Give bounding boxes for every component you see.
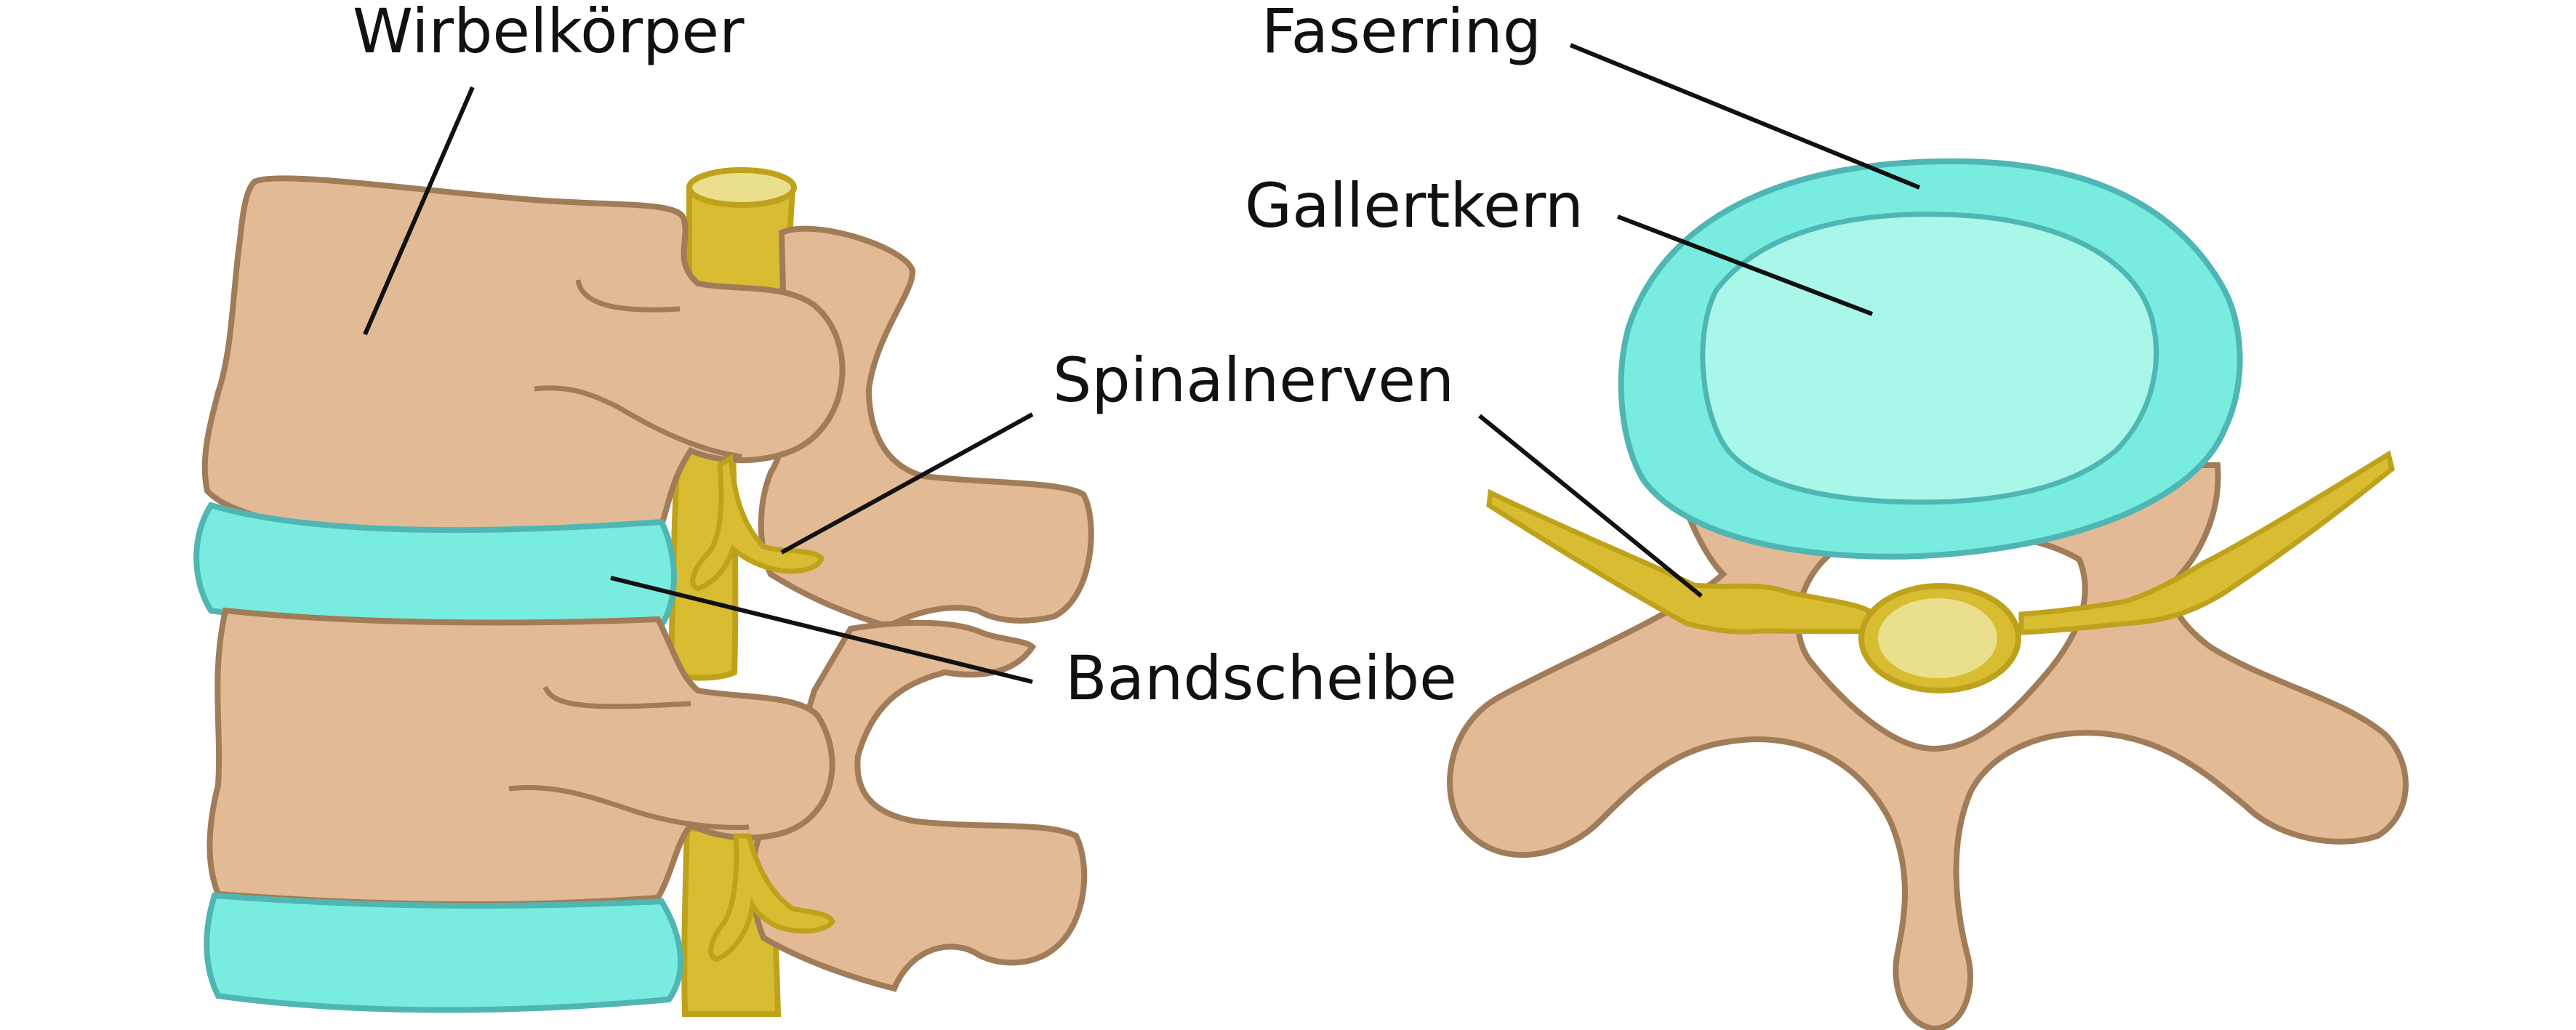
- spinal-cord-top: [686, 167, 797, 301]
- leader-line-spinalnerven-right: [1478, 414, 1703, 598]
- top-view-vertebra: [1447, 158, 2409, 1030]
- upper-vertebra: [201, 175, 1094, 630]
- upper-nerve-root: [690, 453, 824, 592]
- labels: Wirbelkörper Faserring Gallertkern Spina…: [353, 0, 1584, 714]
- label-wirbelkoerper: Wirbelkörper: [353, 0, 745, 67]
- leader-lines: [363, 43, 1921, 684]
- label-faserring: Faserring: [1261, 0, 1541, 67]
- side-view-spine: [193, 167, 1094, 1017]
- top-view-nerves: [1486, 450, 2395, 693]
- leader-line-gallertkern: [1616, 214, 1874, 316]
- label-gallertkern: Gallertkern: [1245, 170, 1584, 241]
- leader-line-bandscheibe: [610, 576, 1033, 684]
- lower-vertebra: [206, 607, 1088, 992]
- lower-disc: [204, 892, 683, 1013]
- leader-line-spinalnerven-left: [780, 412, 1034, 555]
- label-spinalnerven: Spinalnerven: [1053, 345, 1454, 416]
- label-bandscheibe: Bandscheibe: [1065, 643, 1457, 714]
- lower-nerve-root: [708, 833, 835, 962]
- top-view-disc: [1618, 158, 2243, 560]
- leader-line-wirbelkoerper: [363, 86, 475, 336]
- leader-line-faserring: [1569, 43, 1921, 190]
